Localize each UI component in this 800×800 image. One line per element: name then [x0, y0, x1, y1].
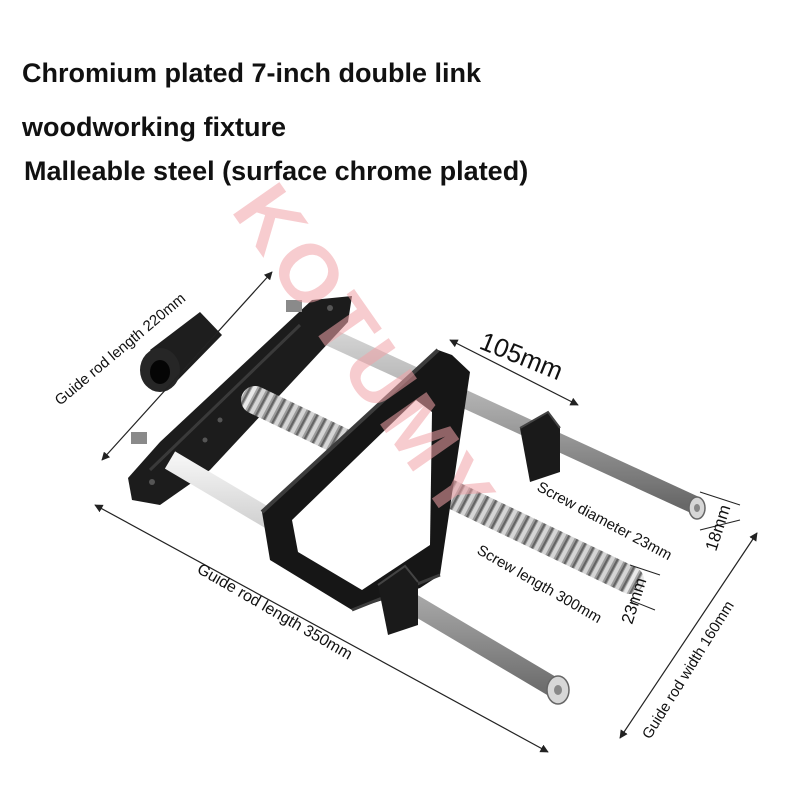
- guide-rod-back: [293, 313, 706, 520]
- dim-line-guide-rod-width-160: [619, 532, 758, 739]
- dim-line-rod-18: [699, 491, 741, 531]
- dim-line-guide-rod-350: [94, 504, 549, 753]
- rod-sleeve-back: [519, 410, 561, 482]
- title-line-2: woodworking fixture: [22, 112, 287, 142]
- dim-line-jaw-105: [449, 339, 579, 406]
- bolt-upper: [286, 300, 302, 312]
- dim-line-guide-rod-220: [101, 271, 273, 461]
- title-line-1: Chromium plated 7-inch double link: [22, 58, 482, 88]
- title-line-3: Malleable steel (surface chrome plated): [24, 156, 529, 186]
- bolt-lower: [131, 432, 147, 444]
- label-guide-rod-width-160: Guide rod width 160mm: [639, 598, 738, 742]
